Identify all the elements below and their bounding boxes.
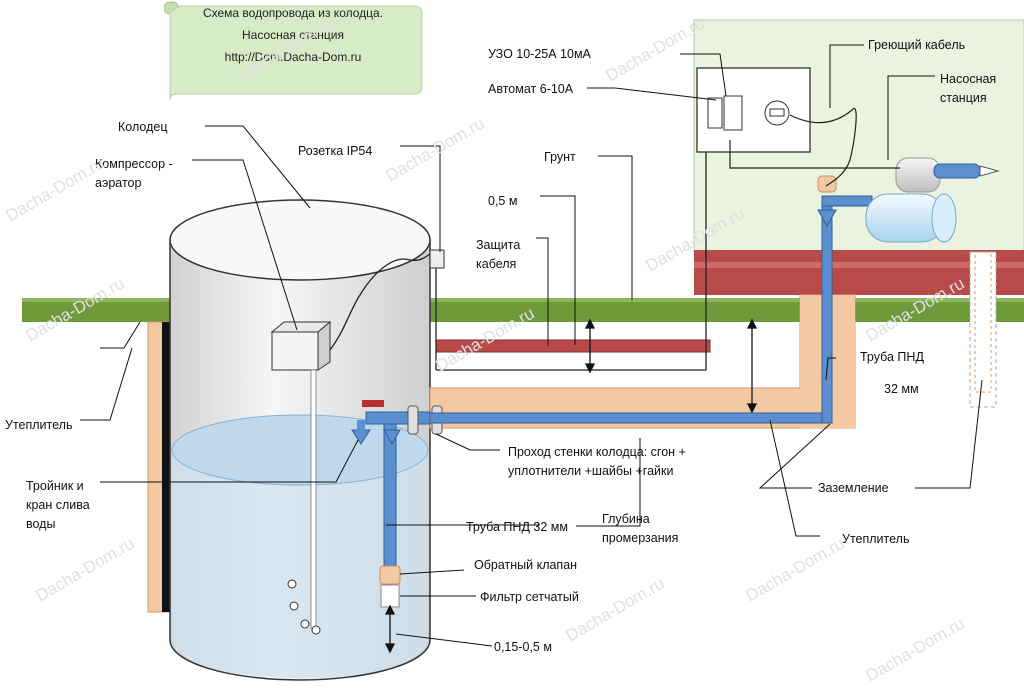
socket-box [429, 249, 445, 269]
compressor-cable [329, 251, 433, 351]
compressor-front [271, 331, 319, 371]
riser-arrow [817, 209, 837, 228]
grounding-rod [969, 251, 997, 408]
grounding-rod-inner [974, 251, 992, 393]
leader-lines [80, 44, 983, 647]
outlet-arrow [979, 165, 1000, 177]
tee-horizontal [365, 411, 431, 425]
mesh-filter [380, 584, 400, 608]
riser-fitting [817, 175, 837, 193]
suction-pipe [383, 419, 397, 571]
label-breaker: Автомат 6-10А [488, 82, 574, 96]
label-pnd-size: 32 мм [884, 382, 919, 396]
check-valve [379, 565, 401, 585]
breaker-device [707, 97, 723, 129]
banner-scroll [164, 1, 423, 101]
heating-cable-line [789, 107, 857, 187]
label-insulation-left: Утеплитель [5, 418, 73, 432]
panel-meter-window [769, 108, 785, 117]
tank-end [931, 193, 957, 243]
banner-title: Схема водопровода из колодца. [202, 6, 384, 20]
well-water [172, 450, 428, 678]
rcd-device [723, 95, 743, 131]
label-pnd-pipe-inner: Труба ПНД 32 мм [466, 520, 568, 534]
pump-outlet-pipe [933, 163, 981, 179]
flow-arrow-down [383, 429, 401, 446]
label-well: Колодец [118, 120, 168, 134]
ground-surface-left-highlight [22, 298, 172, 302]
aerator-hose [310, 369, 317, 629]
pump-motor [895, 157, 941, 193]
clay-highlight [694, 262, 1024, 268]
label-socket: Розетка IP54 [298, 144, 373, 158]
label-insulation-right: Утеплитель [842, 532, 910, 546]
banner-url[interactable]: http://Dom.Dacha-Dom.ru [224, 50, 362, 64]
banner: Схема водопровода из колодца. Насосная с… [168, 2, 418, 96]
label-tee-tap: Тройник и кран слива воды [26, 479, 90, 531]
label-depth-05: 0,5 м [488, 194, 518, 208]
pipe-to-pump [821, 195, 873, 207]
clay-layer [694, 250, 1024, 295]
label-rcd: УЗО 10-25А 10мА [488, 47, 591, 61]
pump-power-cable [729, 140, 900, 169]
label-compressor: Компрессор - аэратор [95, 157, 173, 190]
label-heating-cable: Греющий кабель [868, 38, 966, 52]
dimension-arrows [384, 318, 758, 654]
main-pipe-riser [821, 199, 833, 424]
well-top [169, 199, 431, 281]
ground-surface-right-highlight [430, 298, 1024, 302]
label-wall-pass: Проход стенки колодца: сгон + уплотнител… [508, 445, 686, 478]
banner-subtitle: Насосная станция [241, 28, 345, 42]
label-soil: Грунт [544, 150, 576, 164]
label-pnd-pipe-right: Труба ПНД [860, 350, 924, 364]
label-grounding: Заземление [818, 481, 889, 495]
label-pump-station: Насосная станция [940, 72, 997, 105]
label-freeze-depth: Глубина промерзания [602, 512, 679, 545]
tap-body [357, 420, 365, 432]
label-mesh-filter: Фильтр сетчатый [480, 590, 579, 604]
label-cable-protection: Защита кабеля [476, 238, 521, 271]
aerator-bubbles [287, 579, 321, 635]
well-wall-dark-edge [162, 322, 172, 612]
tap-handle [362, 400, 384, 407]
label-check-valve: Обратный клапан [474, 558, 578, 572]
wall-fitting-1 [407, 405, 419, 435]
label-bottom-gap: 0,15-0,5 м [494, 640, 552, 654]
